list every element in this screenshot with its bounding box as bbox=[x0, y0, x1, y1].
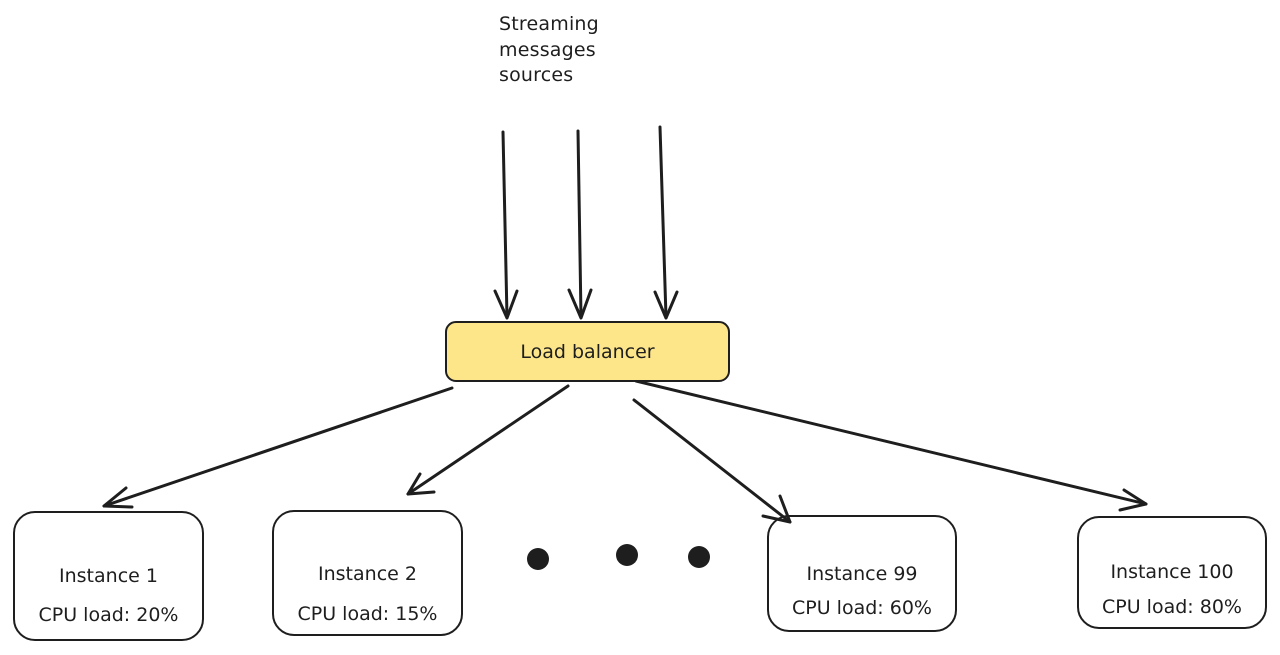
instance-cpu-load: CPU load: 80% bbox=[1102, 596, 1242, 618]
incoming-arrow-2 bbox=[567, 129, 593, 320]
instance-name: Instance 100 bbox=[1110, 561, 1234, 583]
ellipsis-dot-1 bbox=[527, 548, 549, 570]
ellipsis-dot-3 bbox=[688, 546, 710, 568]
source-label-line-2: messages bbox=[499, 38, 596, 61]
instance-name: Instance 2 bbox=[318, 563, 417, 585]
ellipsis-dot-2 bbox=[616, 544, 638, 566]
instance-cpu-load: CPU load: 60% bbox=[792, 597, 932, 619]
instance-box-99: Instance 99 CPU load: 60% bbox=[767, 515, 957, 632]
incoming-arrow-3 bbox=[653, 125, 679, 320]
instance-name: Instance 99 bbox=[806, 563, 918, 585]
instance-box-1: Instance 1 CPU load: 20% bbox=[13, 511, 204, 641]
instance-box-2: Instance 2 CPU load: 15% bbox=[272, 510, 463, 636]
instance-cpu-load: CPU load: 15% bbox=[297, 603, 438, 625]
source-label: Streaming messages sources bbox=[499, 12, 599, 89]
instance-name: Instance 1 bbox=[59, 565, 158, 587]
outgoing-arrow-instance-100 bbox=[634, 379, 1148, 512]
source-label-line-3: sources bbox=[499, 64, 574, 86]
instance-box-100: Instance 100 CPU load: 80% bbox=[1077, 516, 1267, 629]
outgoing-arrow-instance-2 bbox=[406, 384, 570, 496]
load-balancer-label: Load balancer bbox=[520, 340, 655, 363]
incoming-arrow-1 bbox=[493, 130, 519, 320]
outgoing-arrow-instance-1 bbox=[102, 386, 454, 509]
source-label-line-1: Streaming bbox=[499, 13, 599, 35]
instance-cpu-load: CPU load: 20% bbox=[38, 604, 179, 626]
load-balancer-box: Load balancer bbox=[445, 321, 730, 382]
outgoing-arrow-instance-99 bbox=[632, 398, 792, 524]
